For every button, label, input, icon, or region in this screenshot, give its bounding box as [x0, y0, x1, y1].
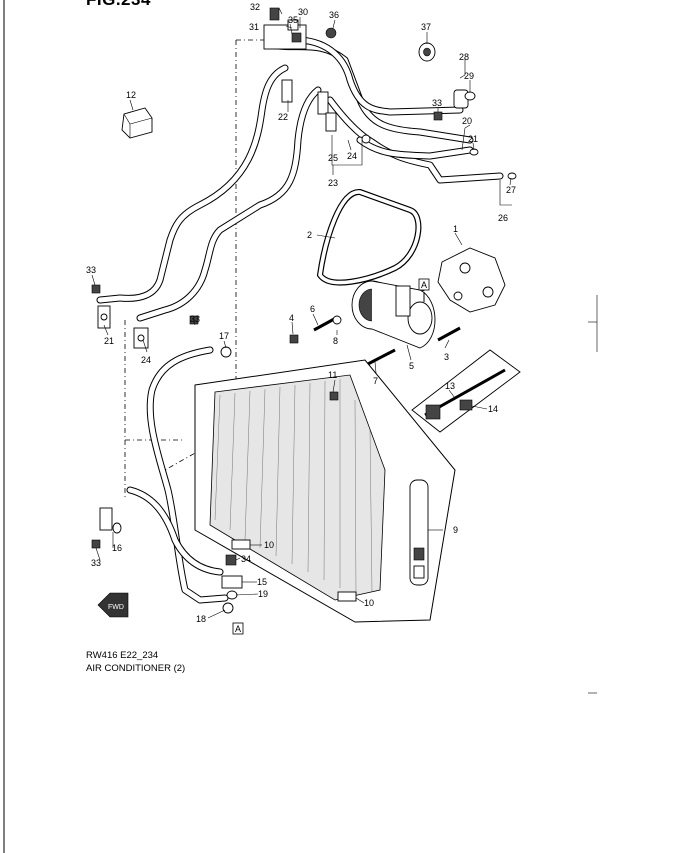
callout-22: 22: [278, 112, 288, 122]
pipe-clamp-21: [97, 305, 149, 349]
callout-7: 7: [373, 376, 378, 386]
callout-8: 8: [333, 336, 338, 346]
callout-26: 26: [498, 213, 508, 223]
callout-27: 27: [506, 185, 516, 195]
callout-20: 20: [462, 116, 472, 126]
callout-21-right: 21: [468, 134, 478, 144]
view-marker-a-lower: A: [232, 622, 244, 635]
callout-18: 18: [196, 614, 206, 624]
top-connector-cluster: [263, 7, 371, 144]
callout-33-top: 33: [432, 98, 442, 108]
leader-lines: [91, 7, 512, 619]
callout-3: 3: [444, 352, 449, 362]
callout-28: 28: [459, 52, 469, 62]
callout-33-mid: 33: [190, 314, 200, 324]
callout-6: 6: [310, 304, 315, 314]
callout-11: 11: [328, 370, 337, 380]
callout-29: 29: [464, 71, 474, 81]
callout-10-upper: 10: [264, 540, 274, 550]
callout-21-left: 21: [104, 336, 114, 346]
figure-caption: AIR CONDITIONER (2): [86, 663, 186, 674]
callout-33-left: 33: [86, 265, 96, 275]
callout-2: 2: [307, 230, 312, 240]
callout-1: 1: [453, 224, 458, 234]
figure-title: FIG.234: [86, 0, 151, 10]
callout-36: 36: [329, 10, 339, 20]
callout-30: 30: [298, 7, 308, 17]
callout-4: 4: [289, 313, 294, 323]
compressor: [351, 280, 436, 349]
discharge-hose-left: [96, 64, 322, 322]
callout-12: 12: [126, 90, 136, 100]
callout-numbers: 32 30 31 35 36 37 28 29 33 20 21 12 22 2…: [86, 2, 516, 624]
callout-35: 35: [288, 15, 298, 25]
callout-16: 16: [112, 543, 122, 553]
view-a-detail: [411, 349, 521, 433]
compressor-bracket: [437, 247, 506, 313]
drive-belt: [316, 189, 422, 286]
callout-9: 9: [453, 525, 458, 535]
condenser: [194, 359, 456, 623]
callout-14: 14: [488, 404, 498, 414]
condenser-mounts: [231, 391, 357, 602]
callout-13: 13: [445, 381, 455, 391]
callout-37: 37: [421, 22, 431, 32]
forward-arrow: FWD: [97, 592, 129, 618]
callout-5: 5: [409, 361, 414, 371]
callout-10-lower: 10: [364, 598, 374, 608]
relay: [121, 107, 153, 139]
callout-17: 17: [219, 331, 229, 341]
callout-15: 15: [257, 577, 267, 587]
callout-24-left: 24: [141, 355, 151, 365]
view-marker-a-upper: A: [418, 278, 430, 302]
callout-32: 32: [250, 2, 260, 12]
callout-34: 34: [241, 554, 251, 564]
view-marker-a-lower-label: A: [235, 624, 241, 634]
grommet: [418, 42, 436, 62]
callout-23: 23: [328, 178, 338, 188]
suction-hose-assembly: [266, 36, 504, 184]
lower-hose-assembly: [91, 284, 243, 614]
compressor-bolts: [289, 315, 461, 367]
model-code: RW416 E22_234: [86, 650, 159, 661]
right-fittings: [433, 89, 517, 180]
forward-arrow-label: FWD: [108, 604, 124, 611]
callout-25: 25: [328, 153, 338, 163]
callout-33-bottom: 33: [91, 558, 101, 568]
callout-19: 19: [258, 589, 268, 599]
callout-31: 31: [249, 22, 259, 32]
view-marker-a-upper-label: A: [421, 280, 427, 290]
callout-24-top: 24: [347, 151, 357, 161]
